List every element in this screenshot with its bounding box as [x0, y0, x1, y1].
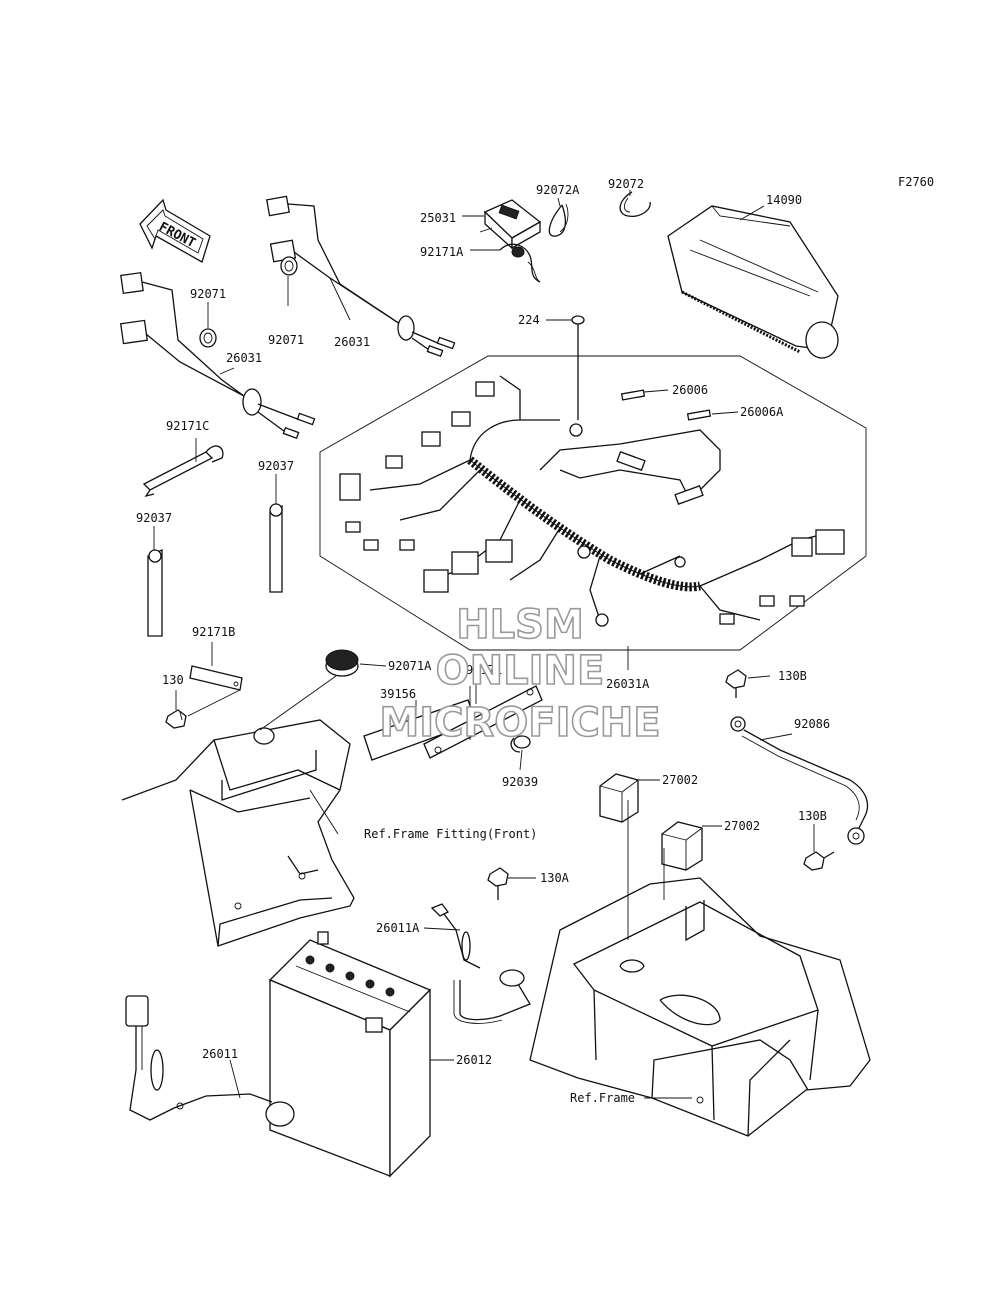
label-130B-upper: 130B: [778, 669, 807, 683]
label-39156: 39156: [380, 687, 416, 701]
cover-14090: [667, 205, 839, 359]
label-26012: 26012: [456, 1053, 492, 1067]
label-130: 130: [162, 673, 184, 687]
frame-fitting-front: [121, 719, 355, 947]
label-92171A: 92171A: [420, 245, 464, 259]
label-26031-left: 26031: [226, 351, 262, 365]
sleeve-92037-left: [147, 549, 163, 637]
ground-lead-92086: [730, 716, 869, 845]
label-92071-left: 92071: [190, 287, 226, 301]
label-92071-upper: 92071: [268, 333, 304, 347]
label-27002-b: 27002: [724, 819, 760, 833]
bolt-130B-upper: [725, 669, 747, 698]
bolt-130: [165, 709, 187, 729]
label-26031-upper: 26031: [334, 335, 370, 349]
label-92171B: 92171B: [192, 625, 235, 639]
label-26011A: 26011A: [376, 921, 420, 935]
label-130A: 130A: [540, 871, 570, 885]
grommet-92071-upper: [280, 256, 298, 276]
label-92039: 92039: [502, 775, 538, 789]
label-14090: 14090: [766, 193, 802, 207]
watermark-line1: HLSM: [456, 602, 584, 648]
band-92072: [619, 191, 651, 217]
clip-92039: [510, 735, 531, 753]
clamp-92171A: [499, 243, 541, 283]
sub-harness-26031-upper: [266, 195, 456, 358]
label-130B-lower: 130B: [798, 809, 827, 823]
label-26006A: 26006A: [740, 405, 784, 419]
sleeve-92037-right: [269, 503, 283, 593]
label-26006: 26006: [672, 383, 708, 397]
leader-lines: [153, 190, 815, 1099]
figure-code: F2760: [898, 175, 934, 189]
grommet-92071-left: [199, 328, 217, 348]
clamp-92171: [423, 685, 543, 759]
label-ref-frame-fitting-front: Ref.Frame Fitting(Front): [364, 827, 537, 841]
cable-26011A: [430, 903, 531, 1024]
bolt-130B-lower: [803, 851, 835, 871]
label-25031: 25031: [420, 211, 456, 225]
relay-25031: [479, 199, 542, 250]
clamp-92171C: [142, 445, 224, 498]
label-92171C: 92171C: [166, 419, 209, 433]
battery-26012: [268, 931, 432, 1178]
part-labels: 92072A 92072 14090 25031 92171A 92071 92…: [136, 177, 830, 1105]
label-26031A: 26031A: [606, 677, 650, 691]
label-92071A: 92071A: [388, 659, 432, 673]
label-ref-frame: Ref.Frame: [570, 1091, 635, 1105]
label-224: 224: [518, 313, 540, 327]
relay-27002-b: [661, 821, 703, 871]
label-92072A: 92072A: [536, 183, 580, 197]
watermark-line2: ONLINE: [436, 648, 605, 694]
label-27002-a: 27002: [662, 773, 698, 787]
sub-harness-26031-left: [119, 271, 316, 440]
label-92037-left: 92037: [136, 511, 172, 525]
strap-92072A: [548, 203, 569, 237]
label-92086: 92086: [794, 717, 830, 731]
cable-26011: [125, 995, 295, 1127]
watermark-line3: MICROFICHE: [379, 700, 660, 746]
fuse-26006A: [686, 409, 712, 421]
main-harness-26031A: [319, 355, 867, 651]
relay-27002-a: [599, 773, 639, 823]
label-92037-right: 92037: [258, 459, 294, 473]
screw-224: [569, 315, 585, 437]
label-92072: 92072: [608, 177, 644, 191]
watermark: HLSM ONLINE MICROFICHE: [379, 601, 662, 747]
grommet-92071A: [325, 649, 359, 677]
band-92171B: [189, 665, 243, 691]
label-92171: 92171: [466, 663, 502, 677]
bolt-130A: [487, 867, 509, 900]
label-26011: 26011: [202, 1047, 238, 1061]
front-arrow-icon: FRONT: [139, 198, 211, 263]
fuse-26006: [620, 389, 646, 401]
